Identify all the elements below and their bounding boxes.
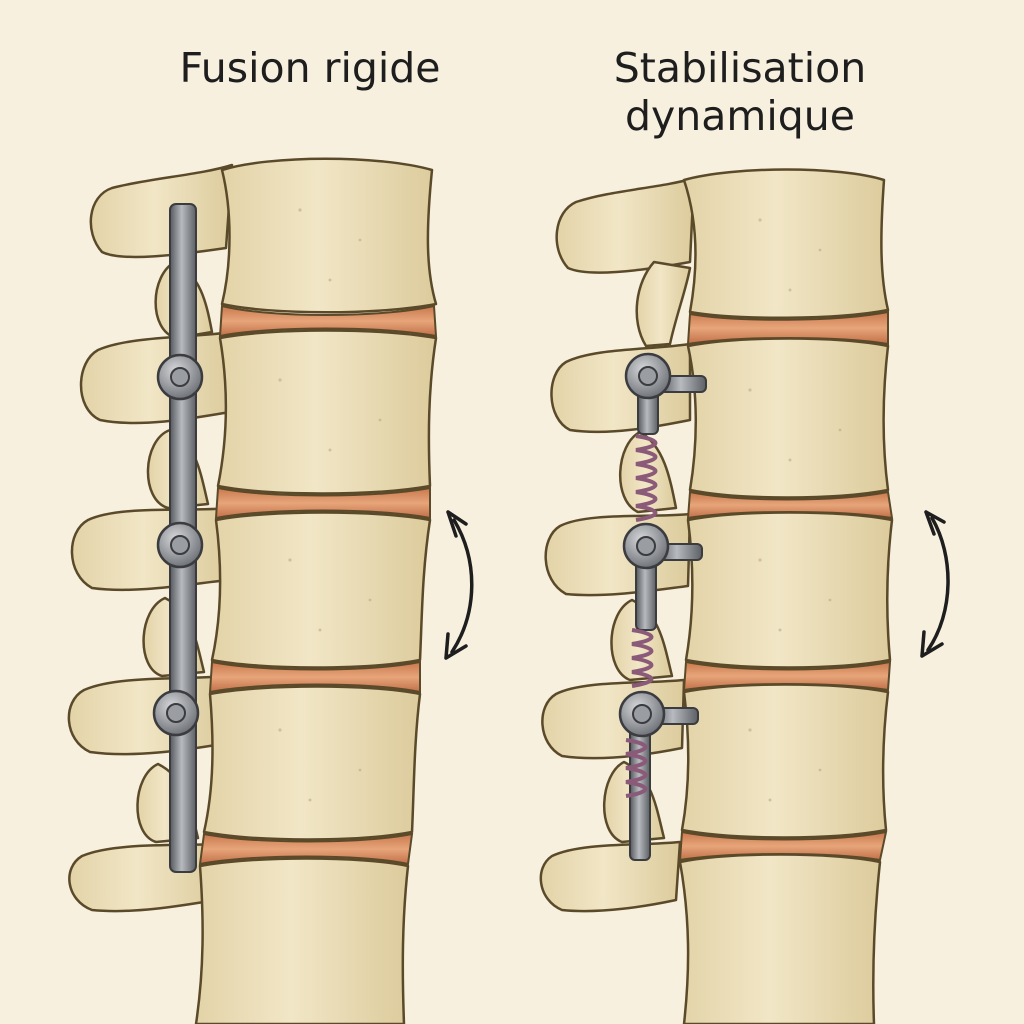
dynamic-spring-icon [631, 628, 654, 688]
panel-title-dynamic-stabilization: Stabilisation dynamique [540, 44, 940, 141]
title-line: Stabilisation [613, 44, 867, 92]
title-line: dynamique [625, 92, 855, 141]
panel-title-rigid-fusion: Fusion rigide [110, 44, 510, 92]
posterior-processes [67, 163, 234, 913]
motion-arrow-icon [444, 510, 474, 660]
pedicle-screw-icon [156, 521, 204, 569]
intervertebral-discs [678, 310, 894, 862]
spine-dynamic-stabilization [539, 168, 950, 1024]
motion-arrow-icon [920, 510, 950, 658]
pedicle-screw-icon [156, 353, 204, 401]
vertebral-bodies [194, 157, 438, 1024]
pedicle-screw-icon [622, 522, 703, 570]
dynamic-spring-icon [635, 434, 658, 522]
pedicle-screw-icon [624, 352, 707, 400]
dynamic-spring-icon [625, 738, 648, 798]
spine-rigid-fusion [67, 157, 474, 1024]
title-line: Fusion rigide [179, 44, 441, 92]
bone-texture [278, 208, 382, 802]
pedicle-screw-icon [152, 689, 200, 737]
vertebral-bodies [678, 168, 894, 1024]
intervertebral-discs [198, 304, 438, 866]
pedicle-screw-icon [618, 690, 699, 738]
bone-texture [748, 218, 842, 802]
